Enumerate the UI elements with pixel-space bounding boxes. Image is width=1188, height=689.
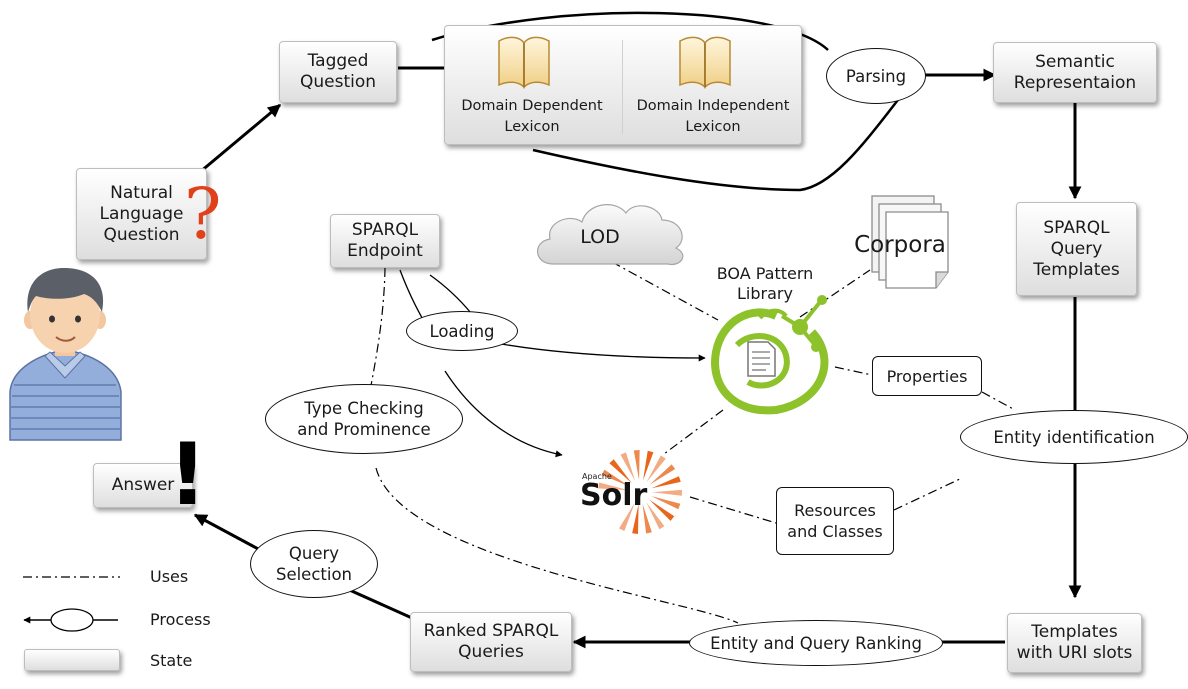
solr-ray (651, 476, 681, 489)
sparql-endpoint-label: SPARQL Endpoint (347, 220, 423, 261)
query-selection-process: Query Selection (250, 530, 378, 598)
parsing-label: Parsing (845, 66, 907, 86)
templates-with-uri-slots-state: Templates with URI slots (1007, 613, 1142, 673)
solr-ray (642, 503, 652, 534)
corpora-documents-icon (871, 195, 949, 289)
semantic-representation-state: Semantic Representaion (993, 42, 1157, 103)
query-selection-label: Query Selection (275, 544, 353, 584)
boa-logo-icon (711, 295, 829, 415)
solr-ray (646, 502, 665, 530)
sparql-endpoint-state: SPARQL Endpoint (330, 214, 440, 268)
solr-ray (619, 502, 635, 531)
ranked-sparql-queries-state: Ranked SPARQL Queries (410, 612, 572, 672)
domain-dependent-lexicon-label: Domain Dependent Lexicon (461, 98, 603, 135)
solr-ray (649, 499, 675, 521)
question-mark-icon: ? (184, 173, 222, 255)
ranked-sparql-queries-label: Ranked SPARQL Queries (423, 621, 559, 662)
legend-state-label: State (150, 651, 193, 670)
legend-process-label: Process (150, 610, 211, 629)
solr-ray (643, 450, 654, 481)
flow-arrows (193, 61, 1082, 649)
answer-state: Answer (93, 463, 193, 508)
solr-ray (609, 459, 632, 484)
solr-logo-icon (598, 450, 682, 534)
solr-ray (651, 489, 682, 496)
legend-uses-label: Uses (150, 567, 189, 586)
entity-identification-process: Entity identification (960, 410, 1188, 464)
resources-classes-box: Resources and Classes (776, 487, 894, 555)
answer-label: Answer (111, 475, 175, 495)
entity-query-ranking-label: Entity and Query Ranking (710, 633, 922, 653)
lod-label: LOD (580, 226, 620, 248)
tagged-question-label: Tagged Question (299, 51, 377, 92)
entity-identification-label: Entity identification (993, 427, 1155, 447)
loading-process: Loading (406, 311, 518, 351)
properties-box: Properties (872, 356, 982, 396)
domain-independent-book-icon (679, 36, 731, 89)
solr-ray (646, 455, 666, 483)
solr-ray (620, 452, 636, 482)
templates-with-uri-slots-label: Templates with URI slots (1016, 622, 1133, 663)
properties-label: Properties (886, 366, 968, 386)
solr-label: Solr (580, 478, 648, 513)
natural-language-question-label: Natural Language Question (99, 182, 184, 245)
sparql-query-templates-label: SPARQL Query Templates (1033, 217, 1120, 280)
solr-ray (633, 450, 640, 481)
legend-marks (23, 576, 120, 632)
domain-dependent-book-icon (498, 36, 550, 89)
type-checking-label: Type Checking and Prominence (297, 399, 431, 439)
sparql-query-templates-state: SPARQL Query Templates (1016, 202, 1137, 296)
loading-label: Loading (429, 321, 495, 341)
exclamation-mark-icon: ! (168, 425, 208, 525)
type-checking-process: Type Checking and Prominence (265, 384, 463, 454)
user-avatar-icon (9, 268, 122, 441)
lod-cloud (537, 204, 684, 266)
solr-ray (598, 482, 629, 491)
legend-state-swatch (24, 649, 120, 671)
tagged-question-state: Tagged Question (279, 41, 397, 103)
natural-language-question-state: Natural Language Question (76, 168, 207, 260)
solr-ray (632, 503, 639, 534)
boa-pattern-library-label: BOA Pattern Library (716, 264, 814, 303)
lexicon-divider (622, 40, 623, 134)
solr-ray (651, 496, 681, 510)
solr-ray (601, 469, 630, 487)
solr-ray (649, 464, 676, 485)
semantic-representation-label: Semantic Representaion (1013, 51, 1137, 93)
corpora-label: Corpora (854, 232, 946, 258)
entity-query-ranking-process: Entity and Query Ranking (689, 620, 943, 666)
domain-independent-lexicon-label: Domain Independent Lexicon (636, 98, 790, 135)
solr-apache-label: Apache (582, 472, 612, 481)
parsing-process: Parsing (826, 48, 926, 104)
resources-classes-label: Resources and Classes (787, 501, 883, 541)
